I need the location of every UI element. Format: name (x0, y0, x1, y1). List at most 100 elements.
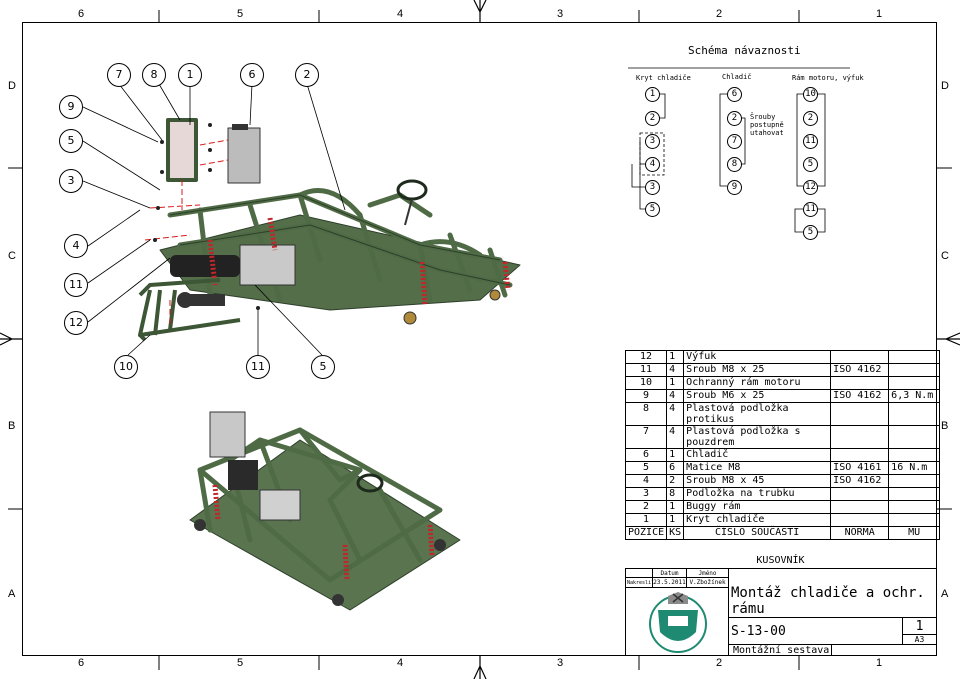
schema-col3-title: Rám motoru, výfuk (792, 74, 864, 82)
zone-row: C (941, 250, 949, 262)
bom-pos: 5 (624, 461, 668, 475)
schema-step: 3 (645, 134, 660, 149)
schema-note-line: postupně (750, 121, 784, 129)
balloon: 4 (64, 234, 88, 258)
bom-part: Ochranný rám motoru (683, 376, 832, 390)
bom-qty: 1 (666, 513, 685, 527)
bom-header: POZICE KS ČÍSLO SOUČÁSTI NORMA MU (624, 526, 941, 540)
zone-col: 1 (876, 657, 883, 669)
schema-col1-title: Kryt chladiče (636, 74, 691, 82)
bom-pos: 10 (624, 376, 668, 390)
bom-pos: 11 (624, 363, 668, 377)
bom-header-cell: NORMA (830, 526, 890, 540)
bom-part: Podložka na trubku (683, 487, 832, 501)
drawing-title: Montáž chladiče a ochr. rámu (731, 585, 925, 617)
schema-step: 5 (645, 202, 660, 217)
schema-step: 2 (803, 111, 818, 126)
balloon: 5 (59, 129, 83, 153)
bom-norm (830, 513, 890, 527)
bom-pos: 1 (624, 513, 668, 527)
bom-qty: 2 (666, 474, 685, 488)
bom-part: Plastová podložka s pouzdrem (683, 425, 832, 449)
schema-step: 10 (803, 87, 818, 102)
zone-row: A (8, 588, 16, 600)
buggy-upper (138, 118, 521, 342)
bom-norm (830, 500, 890, 514)
bom-mu (888, 350, 941, 364)
schema-note: Šrouby postupně utahovat (750, 113, 784, 137)
zone-col: 3 (557, 8, 564, 20)
bom-mu (888, 500, 941, 514)
schema-step: 6 (727, 87, 742, 102)
zone-row: A (941, 588, 949, 600)
bom-qty: 4 (666, 363, 685, 377)
bom-norm: ISO 4162 (830, 389, 890, 403)
schema-step: 12 (803, 180, 818, 195)
zone-col: 5 (237, 657, 244, 669)
drawing-subtitle: Montážní sestava (728, 644, 832, 656)
bom-qty: 4 (666, 425, 685, 449)
schema-step: 2 (727, 111, 742, 126)
tb-empty-cell (831, 644, 937, 656)
schema-step: 11 (803, 202, 818, 217)
bom-pos: 2 (624, 500, 668, 514)
bom-part: Chladič (683, 448, 832, 462)
schema-step: 2 (645, 111, 660, 126)
bom-mu (888, 474, 941, 488)
balloon: 6 (240, 63, 264, 87)
bom-norm (830, 402, 890, 426)
bom-norm: ISO 4162 (830, 363, 890, 377)
bom-part: Kryt chladiče (683, 513, 832, 527)
balloon: 1 (178, 63, 202, 87)
balloon: 9 (59, 95, 83, 119)
schema-step: 5 (803, 157, 818, 172)
balloon: 8 (142, 63, 166, 87)
balloon: 12 (64, 311, 88, 335)
bom-mu (888, 363, 941, 377)
bom-mu (888, 402, 941, 426)
schema-col2-title: Chladič (722, 73, 752, 81)
balloon: 5 (311, 355, 335, 379)
zone-col: 2 (716, 8, 723, 20)
bom-qty: 4 (666, 402, 685, 426)
balloon: 7 (107, 63, 131, 87)
zone-row: C (8, 250, 16, 262)
zone-col: 4 (397, 8, 404, 20)
bom-norm (830, 448, 890, 462)
sheet-number: 1 (902, 617, 937, 635)
schema-step: 8 (727, 157, 742, 172)
schema-note-line: utahovat (750, 129, 784, 137)
bom-qty: 1 (666, 448, 685, 462)
bom-pos: 6 (624, 448, 668, 462)
bom-header-cell: ČÍSLO SOUČÁSTI (683, 526, 832, 540)
bom-mu (888, 425, 941, 449)
bom-pos: 7 (624, 425, 668, 449)
balloon: 10 (114, 355, 138, 379)
schema-step: 4 (645, 157, 660, 172)
bom-qty: 1 (666, 350, 685, 364)
bom-qty: 1 (666, 500, 685, 514)
bom-mu (888, 376, 941, 390)
drawing-number: S-13-00 (731, 624, 786, 639)
bom-caption: KUSOVNÍK (756, 555, 805, 566)
schema-note-line: Šrouby (750, 113, 776, 121)
bom-part: Šroub M8 x 45 (683, 474, 832, 488)
schema-step: 11 (803, 134, 818, 149)
bom-part: Plastová podložka protikus (683, 402, 832, 426)
bom-qty: 8 (666, 487, 685, 501)
leader-lines (82, 83, 346, 356)
schema-step: 3 (645, 180, 660, 195)
zone-col: 1 (876, 8, 883, 20)
drawing-frame (22, 22, 937, 656)
zone-col: 4 (397, 657, 404, 669)
